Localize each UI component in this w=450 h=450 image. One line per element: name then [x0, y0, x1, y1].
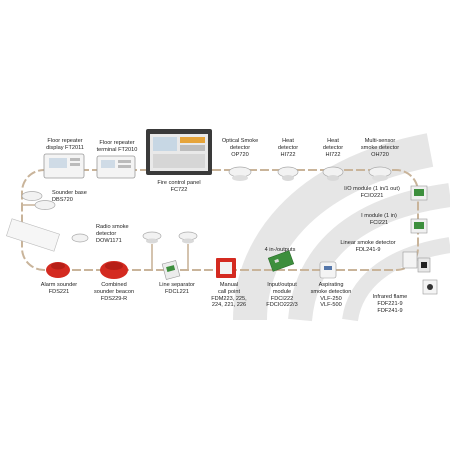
label-floor-repeater-display: Floor repeater display FT2011 [46, 138, 84, 151]
label-combined-sounder-beacon: Combined sounder beacon FDS229-R [93, 282, 135, 302]
label-infrared-flame: Infrared flame FDF221-9 FDF241-9 [372, 294, 408, 314]
radio-smoke-detector-device [71, 231, 198, 244]
io-module-device [410, 185, 428, 201]
fire-control-panel-device [146, 129, 212, 175]
floor-repeater-terminal-device [96, 155, 136, 179]
label-multi-sensor-detector: Multi-sensor smoke detector OH720 [360, 138, 400, 158]
label-line-separator: Line separator FDCL221 [159, 282, 195, 295]
sounder-base-device [21, 191, 56, 210]
heat-detector-2-device [322, 166, 344, 181]
wall-panel-device [6, 218, 60, 252]
label-heat-detector-1: Heat detector HI722 [277, 138, 299, 158]
wave-arcs [233, 133, 450, 322]
label-manual-call-point: Manual call point FDM223, 225, 224, 221,… [211, 282, 247, 309]
i-module-device [410, 218, 428, 234]
multi-sensor-detector-device [368, 166, 392, 181]
linear-smoke-detector-device [402, 251, 431, 273]
combined-sounder-beacon-device [100, 261, 128, 279]
label-fire-control-panel: Fire control panel FC722 [157, 180, 201, 193]
manual-call-point-device [216, 258, 236, 278]
label-heat-detector-2: Heat detector HI722 [322, 138, 344, 158]
network-name: C-NET [232, 214, 269, 226]
label-input-output-module: Input/output module FDCI222 FDCIO222/3 [266, 282, 298, 309]
label-sounder-base: Sounder base DBS720 [52, 190, 87, 203]
label-linear-smoke-detector: Linear smoke detector FDL241-9 [340, 240, 396, 253]
label-radio-smoke-detector: Radio smoke detector DOW1171 [96, 224, 129, 244]
aspirating-smoke-device [319, 261, 337, 279]
label-i-module: I module (1 in) FCI221 [361, 213, 397, 226]
label-optical-smoke-detector: Optical Smoke detector OP720 [221, 138, 259, 158]
label-io-module: I/O module (1 in/1 out) FCIO221 [344, 186, 400, 199]
line-separator-device [161, 260, 181, 280]
infrared-flame-device [422, 279, 438, 295]
optical-smoke-detector-device [228, 166, 252, 181]
label-alarm-sounder: Alarm sounder FDS221 [40, 282, 78, 295]
four-in-outputs-device [267, 250, 295, 272]
heat-detector-1-device [277, 166, 299, 181]
label-floor-repeater-terminal: Floor repeater terminal FT2010 [96, 140, 138, 153]
alarm-sounder-device [46, 262, 70, 278]
label-aspirating-smoke: Aspirating smoke detection VLF-250 VLF-5… [310, 282, 352, 309]
floor-repeater-display-device [43, 153, 85, 179]
label-four-in-outputs: 4 in-/outputs [264, 247, 296, 253]
